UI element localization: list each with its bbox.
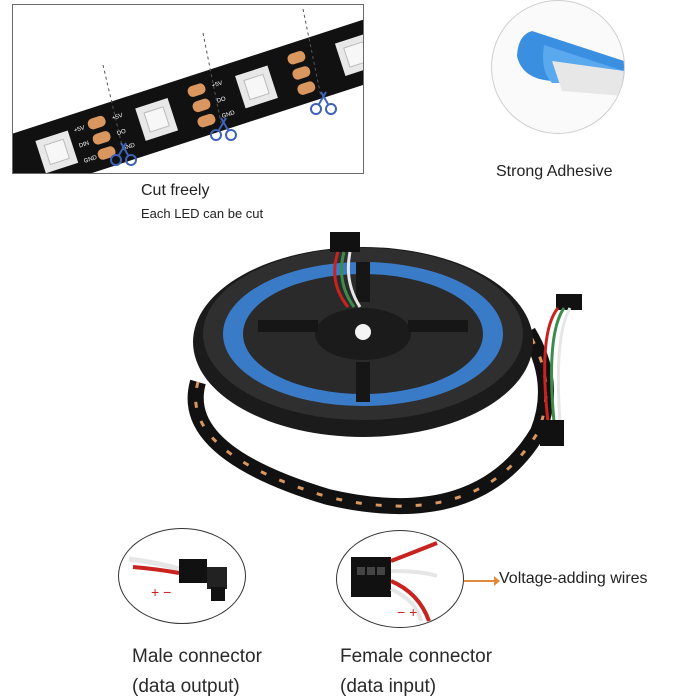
- pcb-label-din: DIN: [78, 141, 90, 150]
- female-connector-image: − +: [336, 530, 464, 628]
- arrow-right-icon: [464, 576, 500, 586]
- pcb-label-do: DO: [116, 129, 127, 138]
- cut-freely-panel: +5V DIN GND +5V DO GND +5V DO GND: [12, 4, 364, 174]
- female-polarity-label: − +: [397, 604, 417, 620]
- pcb-label-gnd: GND: [221, 110, 236, 120]
- led-segment: [35, 130, 79, 173]
- pcb-label-gnd: GND: [121, 142, 136, 152]
- pcb-label-gnd: GND: [83, 155, 98, 165]
- male-polarity-label: + −: [151, 584, 171, 600]
- scissors-icon: [310, 91, 337, 115]
- led-strip-closeup-image: +5V DIN GND +5V DO GND +5V DO GND: [13, 8, 363, 173]
- voltage-wires-caption: Voltage-adding wires: [499, 570, 648, 587]
- led-reel-image: [178, 222, 698, 522]
- scissors-icon: [210, 117, 237, 141]
- led-segment: [135, 98, 179, 141]
- pcb-label-5v: +5V: [111, 113, 123, 122]
- scissors-icon: [110, 142, 137, 166]
- female-connector-subcaption: (data input): [340, 676, 437, 697]
- cut-freely-caption: Cut freely: [141, 182, 210, 199]
- male-connector-image: + −: [118, 528, 246, 624]
- led-segment: [235, 65, 278, 109]
- led-segment: [334, 33, 363, 76]
- pcb-label-5v: +5V: [211, 80, 223, 89]
- female-connector-caption: Female connector: [340, 646, 493, 667]
- male-connector-caption: Male connector: [132, 646, 262, 667]
- strong-adhesive-caption: Strong Adhesive: [496, 163, 613, 180]
- adhesive-closeup-image: [491, 0, 625, 134]
- pcb-label-do: DO: [216, 96, 227, 105]
- cut-freely-subcaption: Each LED can be cut: [141, 206, 264, 221]
- pcb-label-5v: +5V: [73, 125, 85, 134]
- male-connector-subcaption: (data output): [132, 676, 240, 697]
